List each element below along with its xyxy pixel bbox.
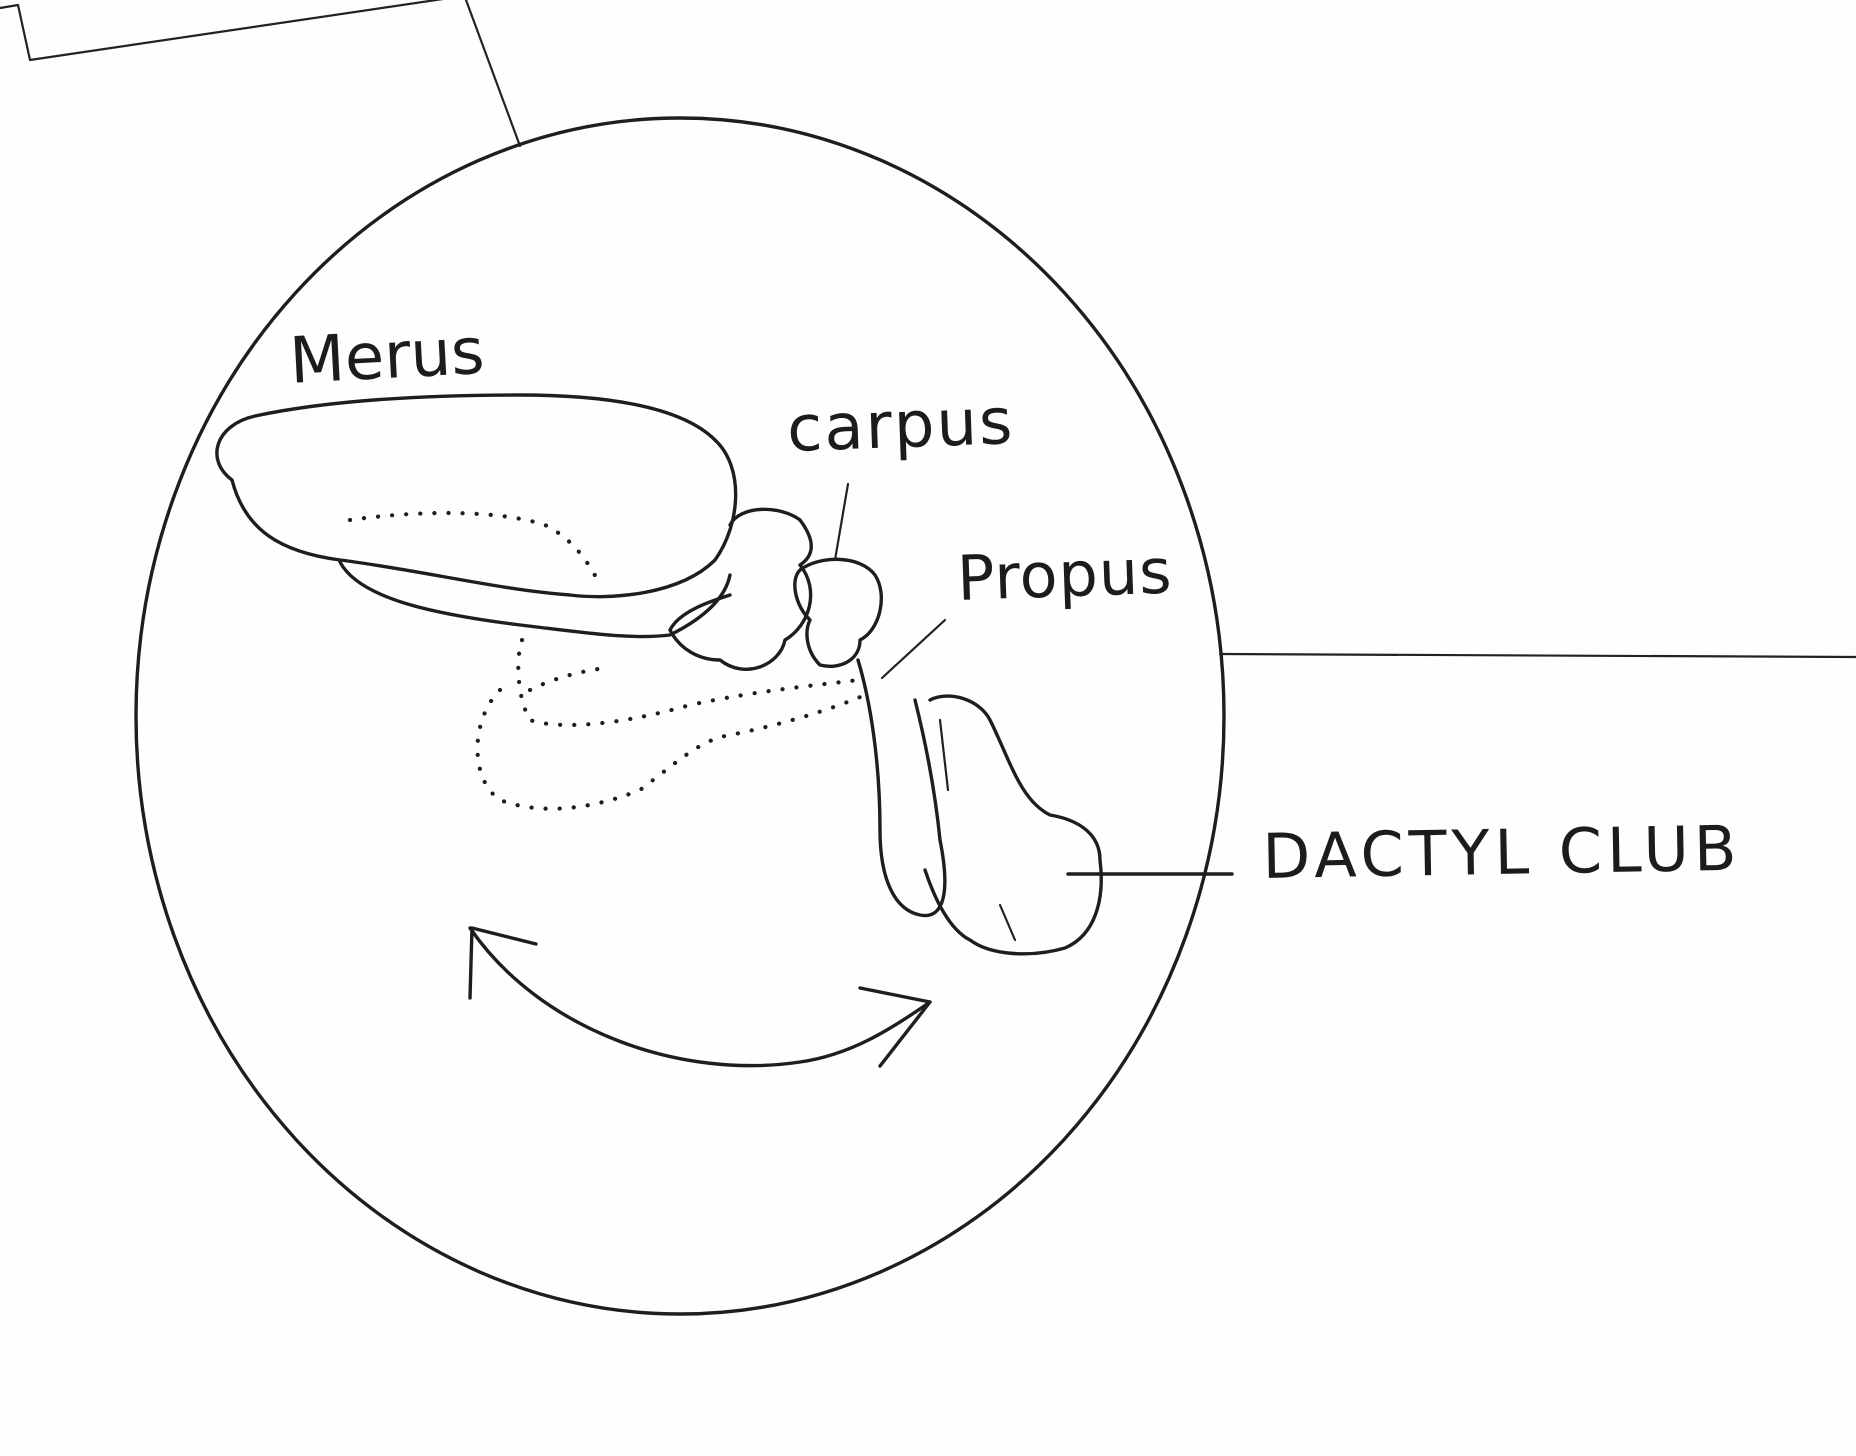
extended-appendage-dotted-outer — [475, 687, 868, 811]
carpus-leader-line — [833, 482, 850, 562]
carpus-segment — [793, 557, 883, 668]
label-dactyl-club: DACTYL CLUB — [1261, 811, 1743, 893]
top-left-box — [0, 0, 444, 62]
motion-arrow-arc — [468, 926, 932, 1068]
right-connector-line — [1218, 652, 1856, 659]
motion-arrow-head-left — [468, 926, 538, 1000]
merus-lower-lobe — [338, 560, 732, 639]
label-propus: Propus — [955, 534, 1174, 615]
merus-segment — [215, 393, 738, 599]
dactyl-club-detail — [938, 718, 1017, 942]
label-carpus: carpus — [785, 385, 1016, 467]
motion-arrow-head-right — [858, 986, 932, 1068]
label-merus: Merus — [287, 314, 487, 399]
extended-appendage-dotted-inner — [527, 665, 608, 693]
box-connector-line — [464, 0, 522, 148]
extended-appendage-dotted — [516, 637, 861, 728]
merus-inner-dotted — [347, 510, 603, 588]
merus-carpus-joint — [668, 507, 813, 671]
dactyl-club — [923, 694, 1103, 956]
propus-segment — [856, 658, 947, 918]
magnifier-circle — [134, 116, 1226, 1316]
propus-leader-line — [880, 618, 947, 680]
